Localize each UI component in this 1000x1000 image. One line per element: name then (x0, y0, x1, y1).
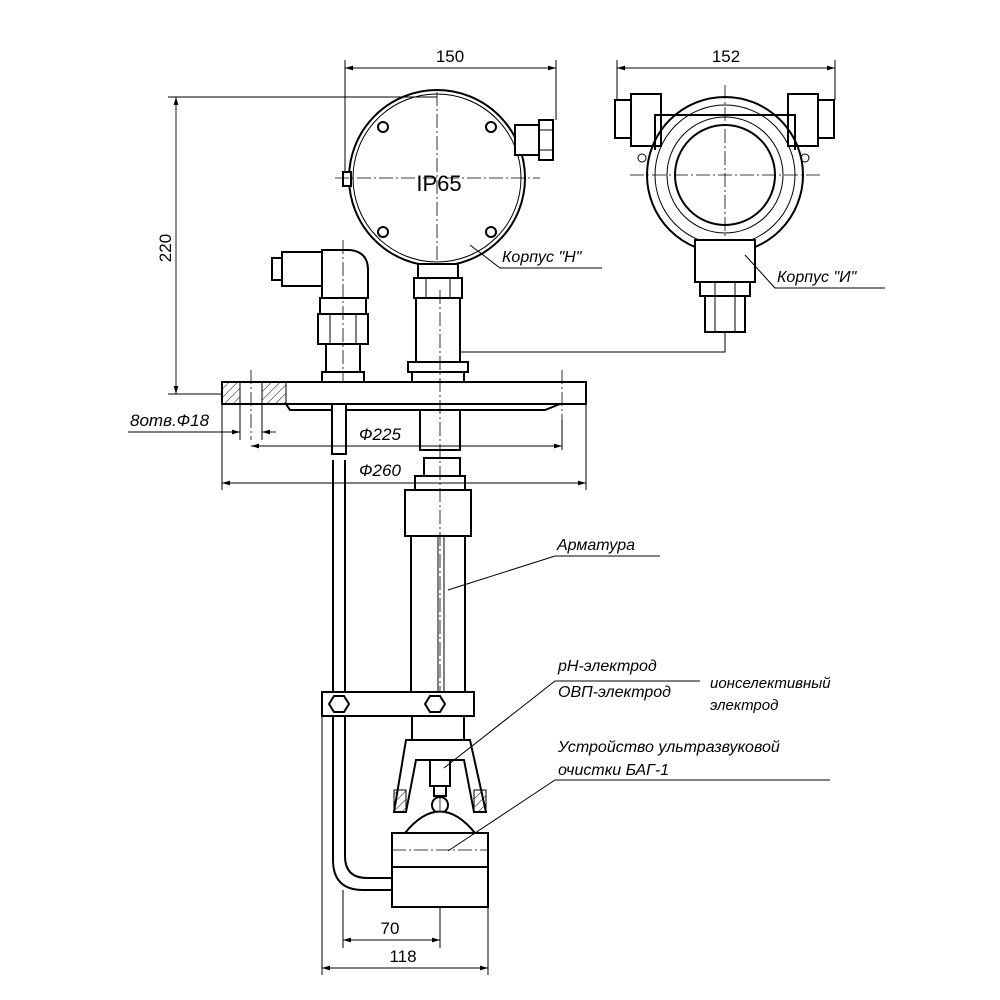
label-housing-n: Корпус "Н" (502, 249, 583, 266)
connection-line (460, 332, 726, 353)
sensor-tube (331, 403, 392, 891)
dim-70: 70 (381, 919, 400, 938)
ultrasonic-cleaner (391, 832, 489, 908)
dim-phi260: Ф260 (359, 461, 401, 480)
stem-upper (407, 297, 469, 383)
clamp (321, 691, 475, 717)
housing-n: IP65 (335, 89, 554, 299)
label-cleaning-2: очистки БАГ-1 (558, 762, 669, 779)
cable-gland-right (514, 119, 554, 161)
dim-phi225: Ф225 (359, 425, 401, 444)
side-connector (271, 240, 369, 400)
dim-holes: 8отв.Ф18 (130, 411, 210, 430)
dim-150: 150 (436, 47, 464, 66)
ip-rating: IP65 (416, 171, 461, 196)
label-housing-i: Корпус "И" (777, 269, 858, 286)
dim-118: 118 (389, 947, 416, 966)
callouts: Корпус "Н" Корпус "И" Арматура pH-электр… (443, 244, 885, 852)
dim-152: 152 (712, 47, 740, 66)
label-ion-selective-2: электрод (710, 697, 778, 714)
label-ph-electrode: pH-электрод (557, 658, 657, 675)
housing-i (614, 85, 835, 333)
flange (221, 370, 587, 440)
armature (404, 290, 472, 930)
label-cleaning-1: Устройство ультразвуковой (557, 739, 780, 756)
electrode-holder (392, 715, 488, 834)
dim-220: 220 (156, 234, 175, 262)
label-armature: Арматура (556, 537, 635, 554)
dimensions: 150 152 220 8отв.Ф18 Ф225 Ф260 70 (128, 47, 836, 975)
label-orp-electrode: ОВП-электрод (558, 684, 671, 701)
label-ion-selective-1: ионселективный (710, 675, 831, 692)
housing-screws (377, 121, 497, 238)
